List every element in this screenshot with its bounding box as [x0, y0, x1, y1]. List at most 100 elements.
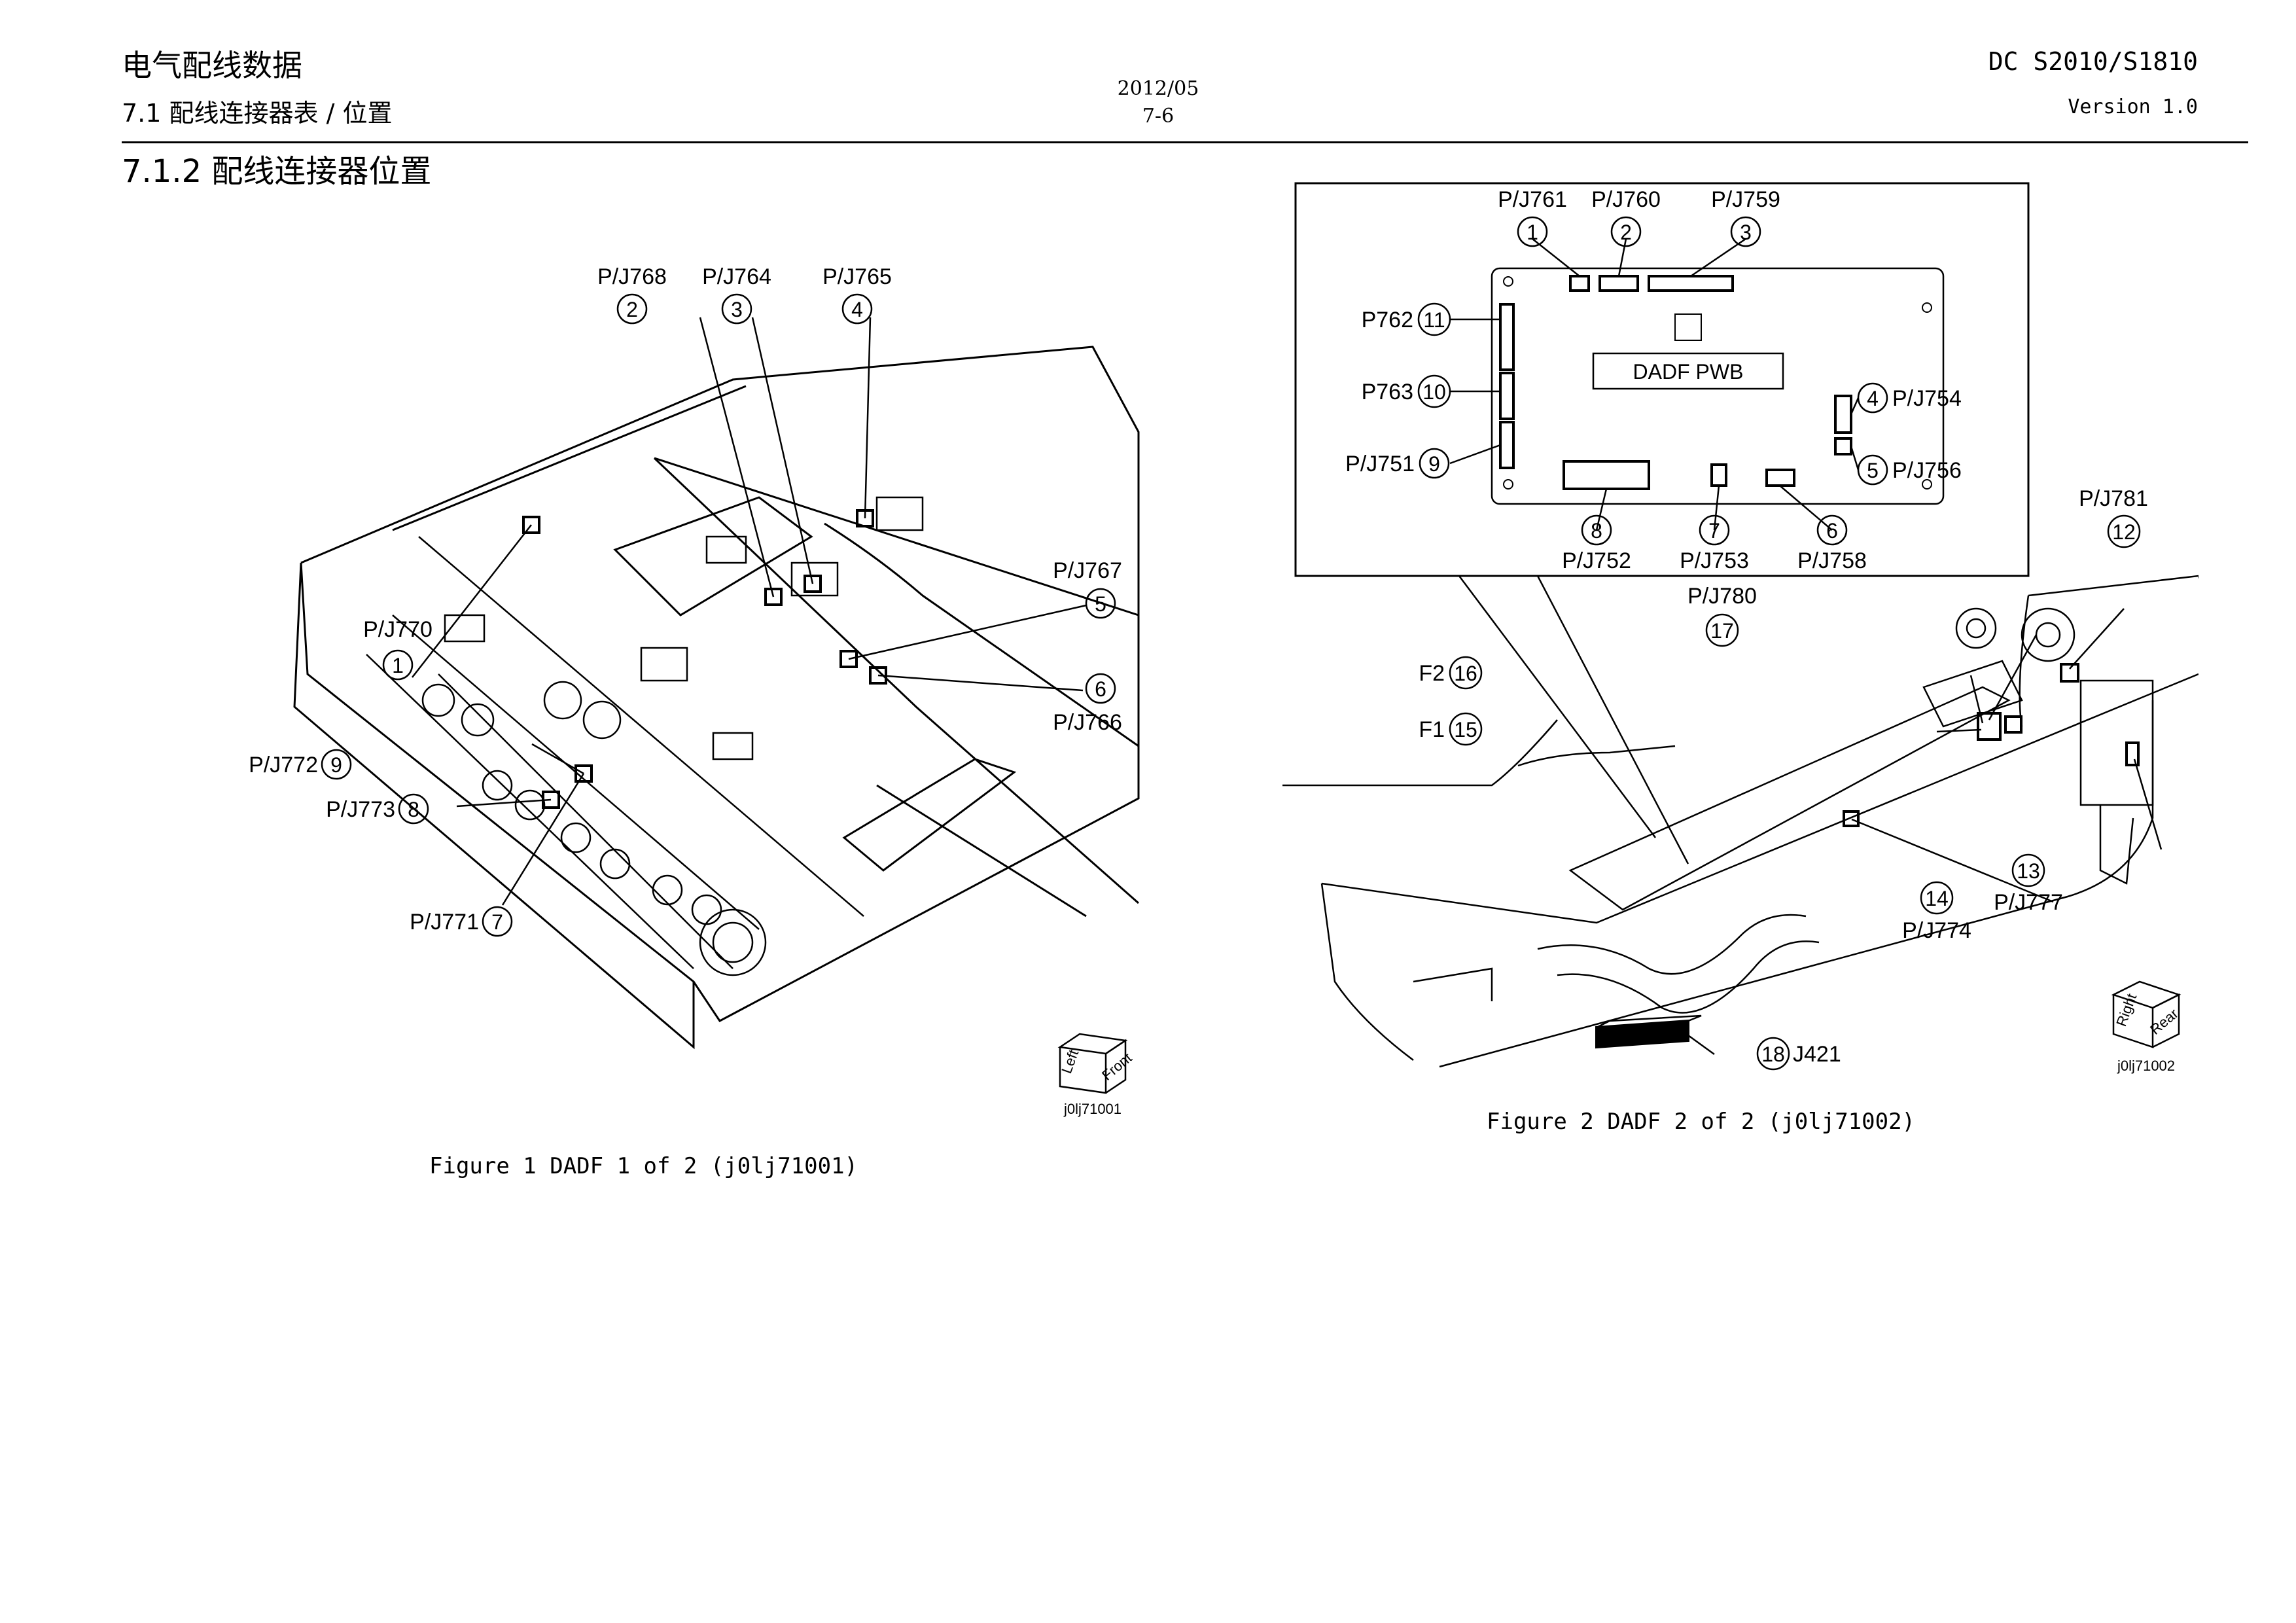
svg-text:14: 14 — [1925, 887, 1949, 910]
callout-5: 5 P/J767 — [1053, 558, 1122, 619]
document-subtitle: 7.1 配线连接器表 / 位置 — [122, 99, 393, 128]
connector-label: P/J752 — [1562, 548, 1631, 573]
svg-text:Front: Front — [1099, 1050, 1135, 1084]
connector-label: P763 — [1362, 380, 1413, 404]
orientation-cube-icon: Left Front — [1057, 1033, 1135, 1094]
document-date: 2012/05 — [1117, 77, 1199, 100]
svg-text:2: 2 — [626, 298, 638, 321]
svg-text:3: 3 — [1740, 221, 1752, 244]
connector-label: P/J758 — [1797, 548, 1867, 573]
callout-3: 3 P/J759 — [1711, 187, 1780, 247]
connector-label: P/J753 — [1680, 548, 1749, 573]
connector-label: P/J773 — [326, 797, 395, 822]
callout-4: 4 P/J754 — [1857, 382, 1962, 414]
callout-5: 5 P/J756 — [1857, 454, 1962, 486]
svg-text:11: 11 — [1423, 308, 1445, 332]
leader-lines — [412, 317, 1087, 906]
connector-label: P/J754 — [1892, 386, 1962, 411]
svg-text:9: 9 — [330, 753, 342, 777]
svg-text:Right: Right — [2113, 991, 2140, 1029]
connector-label: P/J765 — [822, 264, 892, 289]
callout-8: 8 P/J752 — [1562, 514, 1631, 573]
svg-text:4: 4 — [851, 298, 863, 321]
callout-4: 4 P/J765 — [822, 264, 892, 325]
connector-label: P/J777 — [1994, 890, 2063, 915]
svg-text:6: 6 — [1826, 519, 1838, 543]
figure-1-dadf-drawing: 1 P/J770 2 P/J768 3 P/J764 4 P/J765 5 P/… — [249, 264, 1140, 1117]
page-number: 7-6 — [1142, 105, 1174, 128]
callout-18: 18 J421 — [1756, 1037, 1841, 1071]
connector-label: P/J770 — [363, 617, 433, 642]
connector-label: P/J780 — [1687, 584, 1757, 609]
svg-text:6: 6 — [1095, 677, 1106, 701]
model-name: DC S2010/S1810 — [1988, 47, 2198, 76]
leader-lines — [1449, 238, 1860, 865]
svg-text:Left: Left — [1058, 1048, 1082, 1076]
callout-16: 16 F2 — [1419, 656, 1483, 690]
leader-lines — [1687, 608, 2163, 1056]
svg-text:1: 1 — [392, 654, 404, 677]
figure-2-caption: Figure 2 DADF 2 of 2 (j0lj71002) — [1487, 1109, 1916, 1135]
svg-text:15: 15 — [1454, 718, 1477, 741]
callout-1: 1 P/J761 — [1498, 187, 1567, 247]
image-id: j0lj71001 — [1063, 1101, 1122, 1117]
svg-text:17: 17 — [1710, 619, 1734, 643]
connector-label: P/J760 — [1591, 187, 1661, 212]
svg-text:1: 1 — [1527, 221, 1538, 244]
svg-text:12: 12 — [2112, 520, 2136, 544]
callout-6: 6 P/J758 — [1797, 514, 1867, 573]
callout-17: 17 P/J780 — [1687, 584, 1757, 647]
connector-label: P/J761 — [1498, 187, 1567, 212]
connector-label: P/J756 — [1892, 458, 1962, 483]
callout-7: 7 P/J753 — [1680, 514, 1749, 573]
svg-text:2: 2 — [1620, 221, 1632, 244]
connector-label: P762 — [1362, 308, 1413, 332]
connector-label: F2 — [1419, 661, 1445, 686]
figure-2-dadf-drawing: DADF PWB — [1282, 182, 2199, 1074]
svg-text:4: 4 — [1867, 387, 1879, 410]
connector-markers — [1595, 663, 2140, 1049]
svg-text:5: 5 — [1095, 592, 1106, 616]
callout-10: 10 P763 — [1362, 374, 1451, 408]
image-id: j0lj71002 — [2117, 1058, 2175, 1074]
figure-1-caption: Figure 1 DADF 1 of 2 (j0lj71001) — [429, 1153, 858, 1179]
svg-text:7: 7 — [491, 910, 503, 934]
connector-label: P/J764 — [702, 264, 771, 289]
connector-label: F1 — [1419, 717, 1445, 742]
orientation-cube-icon: Right Rear — [2111, 980, 2181, 1048]
connector-label: P/J772 — [249, 753, 318, 777]
connector-label: P/J781 — [2079, 486, 2148, 511]
callout-1: 1 P/J770 — [363, 617, 433, 681]
callout-2: 2 P/J760 — [1591, 187, 1661, 247]
svg-text:10: 10 — [1422, 380, 1446, 404]
callout-7: 7 P/J771 — [410, 906, 513, 937]
connector-label: P/J766 — [1053, 710, 1122, 735]
dadf-machine-outline — [1282, 575, 2199, 1068]
callout-11: 11 P762 — [1362, 302, 1451, 336]
svg-text:16: 16 — [1454, 662, 1477, 685]
document-title: 电气配线数据 — [122, 48, 302, 83]
callout-12: 12 P/J781 — [2079, 486, 2148, 548]
callout-3: 3 P/J764 — [702, 264, 771, 325]
callout-6: 6 P/J766 — [1053, 673, 1122, 735]
svg-text:13: 13 — [2017, 859, 2040, 883]
svg-text:7: 7 — [1708, 519, 1720, 543]
inset-frame — [1294, 182, 2030, 577]
callout-14: 14 P/J774 — [1902, 881, 1971, 943]
svg-text:3: 3 — [731, 298, 743, 321]
connector-label: J421 — [1793, 1042, 1841, 1067]
svg-text:8: 8 — [1591, 519, 1602, 543]
board-label: DADF PWB — [1633, 360, 1744, 383]
callout-13: 13 P/J777 — [1994, 853, 2063, 915]
svg-text:8: 8 — [408, 798, 419, 821]
connector-markers — [522, 496, 924, 809]
section-title: 7.1.2 配线连接器位置 — [122, 153, 432, 190]
svg-text:18: 18 — [1761, 1043, 1785, 1066]
svg-text:5: 5 — [1867, 459, 1879, 482]
callout-8: 8 P/J773 — [326, 793, 429, 825]
callout-9: 9 P/J772 — [249, 749, 352, 780]
version-label: Version 1.0 — [2068, 96, 2198, 118]
connector-label: P/J768 — [597, 264, 667, 289]
header-divider — [122, 141, 2248, 143]
dadf-body-outline — [293, 346, 1140, 1050]
